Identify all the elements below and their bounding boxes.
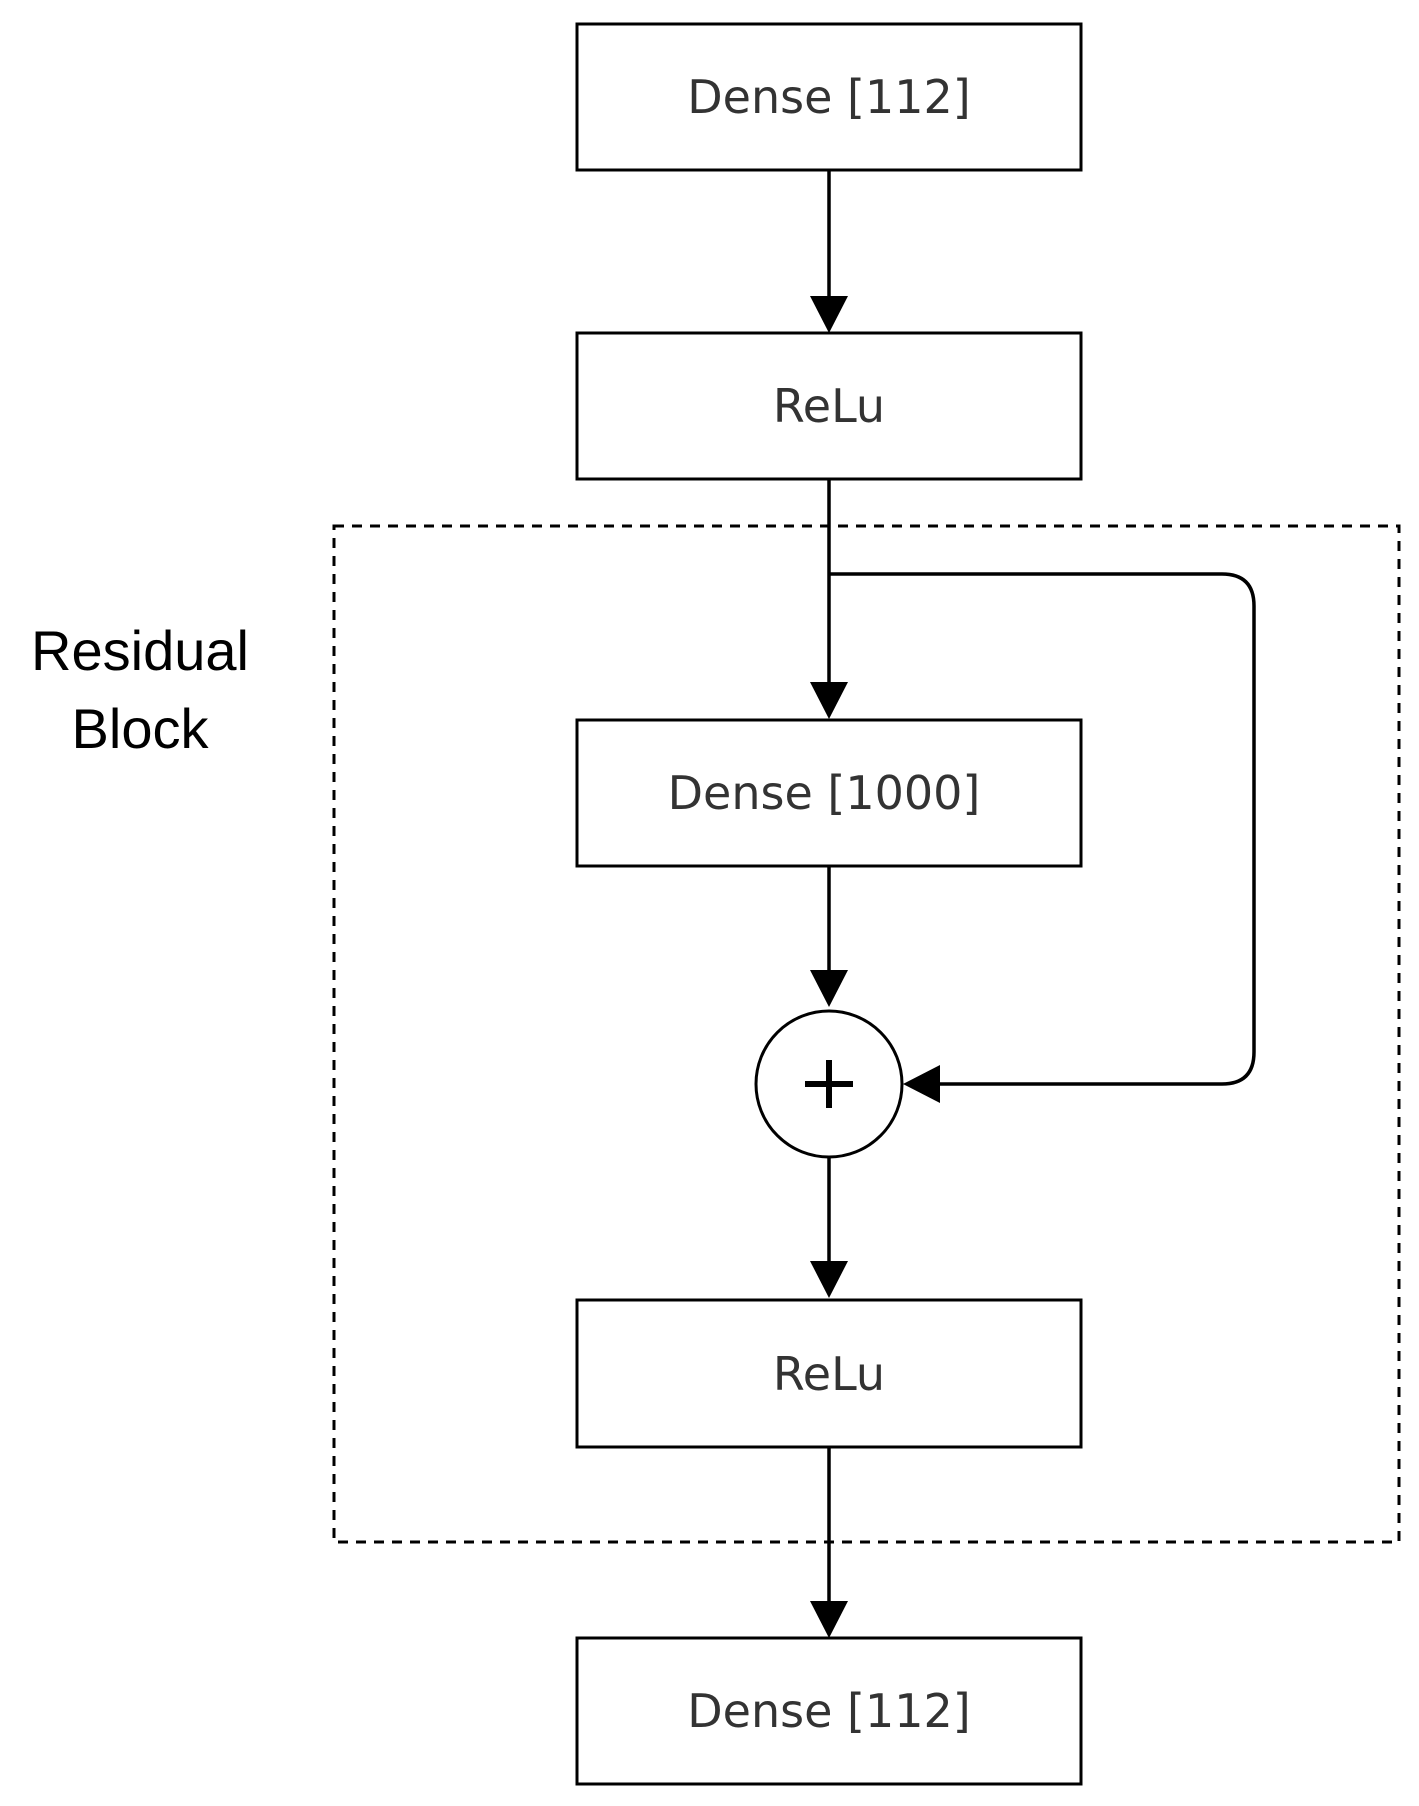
arrowhead-relu2	[810, 1261, 848, 1298]
arrowhead-add	[810, 970, 848, 1007]
node-box	[575, 331, 1083, 481]
arrowhead-dense1000	[810, 682, 848, 719]
residual-block-label-line1: Residual	[31, 619, 249, 682]
node-label: Dense [1000]	[668, 766, 981, 820]
edge-skip-connection	[829, 572, 1256, 1086]
node-relu-1: ReLu	[575, 331, 1083, 481]
node-dense-1000: Dense [1000]	[575, 718, 1083, 868]
edges	[810, 170, 1256, 1638]
arrowhead-relu1	[810, 296, 848, 333]
residual-block-group: Residual Block	[31, 524, 1401, 1544]
node-box	[575, 1298, 1083, 1449]
arrowhead-skip-into-add	[903, 1065, 940, 1103]
node-dense-112-top: Dense [112]	[575, 22, 1083, 172]
node-box	[575, 1636, 1083, 1786]
node-label: Dense [112]	[687, 70, 970, 124]
residual-block-label-line2: Block	[72, 697, 210, 760]
add-operator	[754, 1009, 904, 1159]
node-box	[575, 22, 1083, 172]
residual-block-border	[332, 524, 1401, 1544]
node-label: ReLu	[773, 379, 885, 433]
node-relu-2: ReLu	[575, 1298, 1083, 1449]
node-label: ReLu	[773, 1347, 885, 1401]
arrowhead-dense112-bottom	[810, 1601, 848, 1638]
node-dense-112-bottom: Dense [112]	[575, 1636, 1083, 1786]
node-label: Dense [112]	[687, 1684, 970, 1738]
node-box	[575, 718, 1083, 868]
